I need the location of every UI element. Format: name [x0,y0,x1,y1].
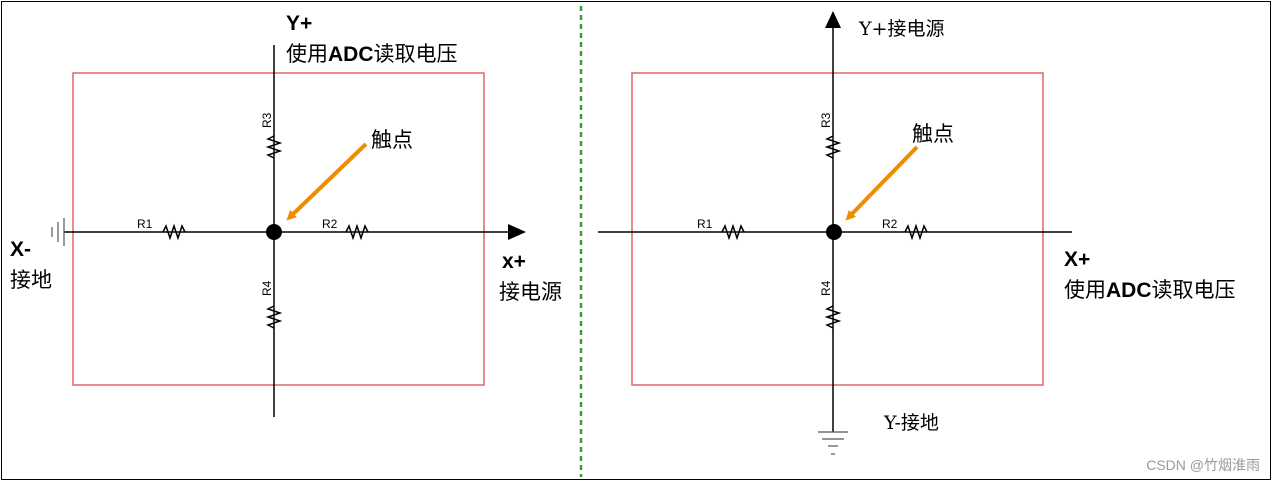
right-resistor-r2 [904,223,928,241]
left-touch-label: 触点 [371,128,413,152]
left-yplus-label: Y+ [286,12,313,35]
left-xplus-arrowhead [508,224,526,240]
right-touch-point [826,224,842,240]
right-touch-arrow [845,145,919,221]
left-resistor-r4 [265,305,283,329]
left-r4-label: R4 [260,280,274,296]
right-resistor-r3 [824,135,842,159]
left-r1-label: R1 [137,217,153,231]
right-r2-label: R2 [882,217,898,231]
left-ground-symbol [51,218,65,246]
left-xplus-label: x+ [502,250,526,273]
right-yminus-label: Y-接地 [884,412,939,434]
watermark: CSDN @竹烟淮雨 [1146,457,1260,473]
right-xplus-label: X+ [1064,248,1091,271]
right-resistor-r1 [721,223,745,241]
right-r3-label: R3 [819,112,833,128]
left-resistor-r2 [345,223,369,241]
left-resistor-r1 [162,223,186,241]
right-r4-label: R4 [819,280,833,296]
left-resistor-r3 [265,135,283,159]
left-r3-label: R3 [260,112,274,128]
right-xplus-desc: 使用ADC读取电压 [1064,278,1236,302]
right-yplus-label: Y+接电源 [859,18,945,40]
left-panel-box [72,72,485,386]
left-touch-point [266,224,282,240]
left-xplus-desc: 接电源 [499,280,562,304]
left-touch-arrow [286,142,368,221]
right-panel-box [631,72,1044,386]
left-xminus-desc: 接地 [10,268,52,292]
right-resistor-r4 [824,305,842,329]
left-r2-label: R2 [322,217,338,231]
right-r1-label: R1 [697,217,713,231]
right-yplus-arrowhead [825,11,841,28]
left-yplus-desc: 使用ADC读取电压 [286,42,458,66]
left-xminus-label: X- [10,238,31,261]
right-ground-symbol [818,431,848,455]
right-touch-label: 触点 [912,122,954,146]
